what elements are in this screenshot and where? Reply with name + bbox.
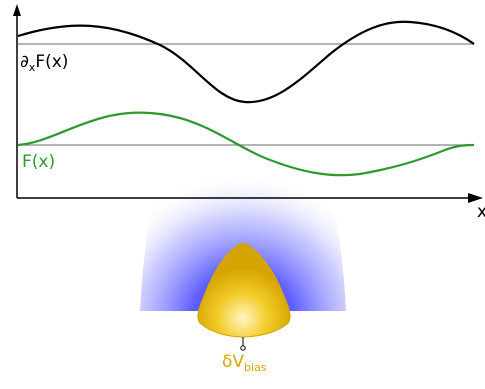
derivative-label-suffix: F(x) [35,52,68,72]
y-axis-arrow-icon [13,4,21,16]
x-axis-label: x [477,202,485,222]
bias-label-prefix: δV [222,352,244,372]
x-axis-label-text: x [477,202,485,222]
derivative-curve [18,22,474,102]
derivative-label: ∂xF(x) [20,52,68,72]
bias-label: δVbias [222,352,267,372]
derivative-label-sub: x [29,61,36,74]
derivative-label-prefix: ∂ [20,52,29,72]
function-label: F(x) [22,152,55,172]
function-label-text: F(x) [22,152,55,172]
bias-label-sub: bias [244,361,267,374]
bias-terminal-icon [241,346,245,350]
